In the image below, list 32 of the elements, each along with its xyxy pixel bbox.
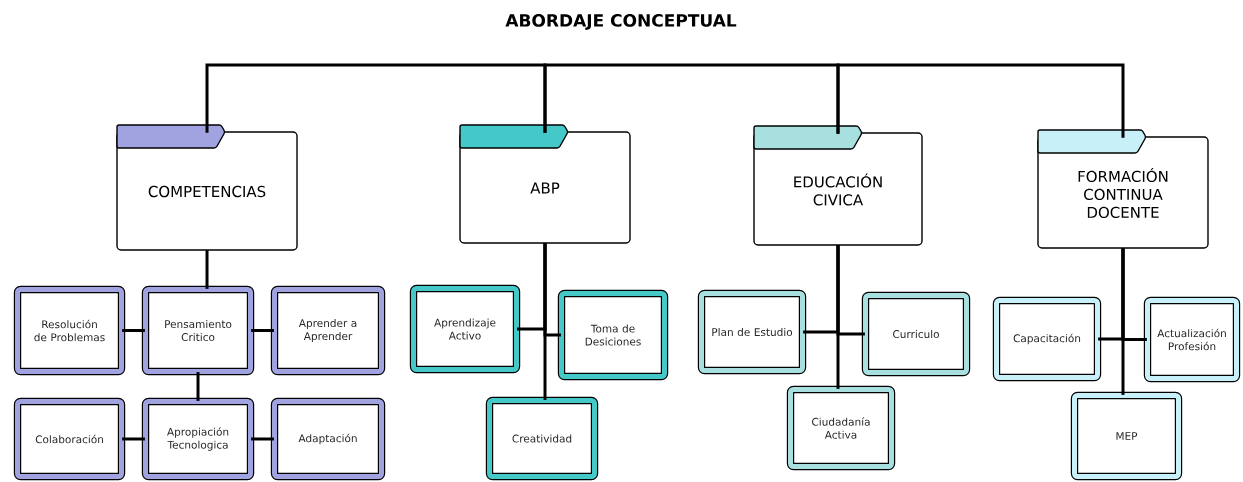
connector-line <box>836 245 840 389</box>
concept-box: Actualización Profesión <box>1143 296 1241 383</box>
connector-line <box>196 372 200 401</box>
connector-line <box>543 63 840 134</box>
folder-box: COMPETENCIAS <box>116 124 298 251</box>
folder-box: ABP <box>459 124 631 244</box>
title: ABORDAJE CONCEPTUAL <box>505 14 737 30</box>
concept-box: Aprendizaje Activo <box>409 284 521 374</box>
concept-box: Adaptación <box>270 397 386 481</box>
folder-box: EDUCACIÓN CIVICA <box>753 125 923 246</box>
concept-box: Plan de Estudio <box>697 289 807 375</box>
concept-box: Toma de Desiciones <box>557 289 669 381</box>
concept-box: Ciudadanía Activa <box>786 385 896 471</box>
folder-box: FORMACIÓN CONTINUA DOCENTE <box>1037 129 1209 249</box>
connector-line <box>122 437 145 441</box>
connector-line <box>205 63 547 133</box>
concept-box: Colaboración <box>13 397 126 481</box>
connector-line <box>543 243 547 400</box>
connector-line <box>1121 248 1125 395</box>
concept-box: Resolución de Problemas <box>13 285 126 376</box>
concept-box: Creatividad <box>485 396 599 481</box>
concept-box: Capacitación <box>992 296 1102 382</box>
concept-box: Curriculo <box>861 291 971 377</box>
concept-box: MEP <box>1070 391 1183 481</box>
connector-line <box>122 329 145 332</box>
connector-line <box>251 329 274 332</box>
connector-line <box>836 63 1125 138</box>
concept-box: Pensamiento Critico <box>141 285 255 376</box>
concept-box: Apropiación Tecnologica <box>141 397 255 481</box>
connector-line <box>205 250 209 289</box>
connector-line <box>251 437 274 441</box>
concept-box: Aprender a Aprender <box>270 285 386 376</box>
